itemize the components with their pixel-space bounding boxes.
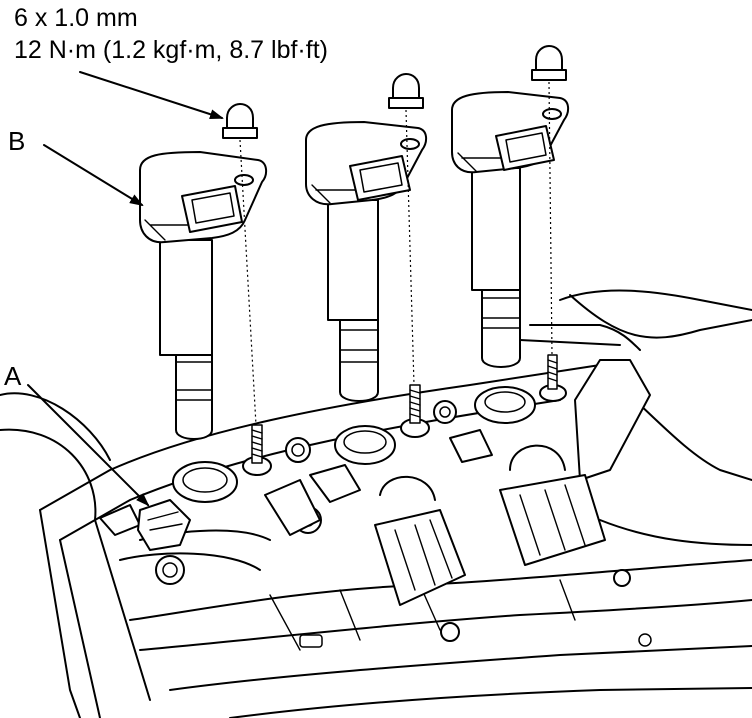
harness-bracket — [99, 359, 651, 571]
bolt-size-label: 6 x 1.0 mm — [14, 4, 138, 32]
flange-nuts — [222, 45, 567, 139]
harness-connectors — [137, 429, 606, 606]
callout-b-arrow — [43, 144, 144, 207]
plug-well-seals — [172, 386, 536, 503]
spec-leader-arrow — [79, 71, 224, 120]
ignition-coil-3 — [451, 91, 570, 368]
callout-a-arrow — [27, 384, 150, 507]
callout-b-label: B — [8, 126, 26, 156]
mounting-studs — [251, 354, 558, 464]
alignment-lines — [239, 81, 553, 426]
leader-lines — [27, 71, 224, 507]
torque-spec-label: 12 N·m (1.2 kgf·m, 8.7 lbf·ft) — [14, 36, 328, 64]
ignition-coil-2 — [305, 121, 428, 402]
ignition-coil-1 — [139, 151, 268, 440]
callout-a-label: A — [4, 361, 22, 391]
